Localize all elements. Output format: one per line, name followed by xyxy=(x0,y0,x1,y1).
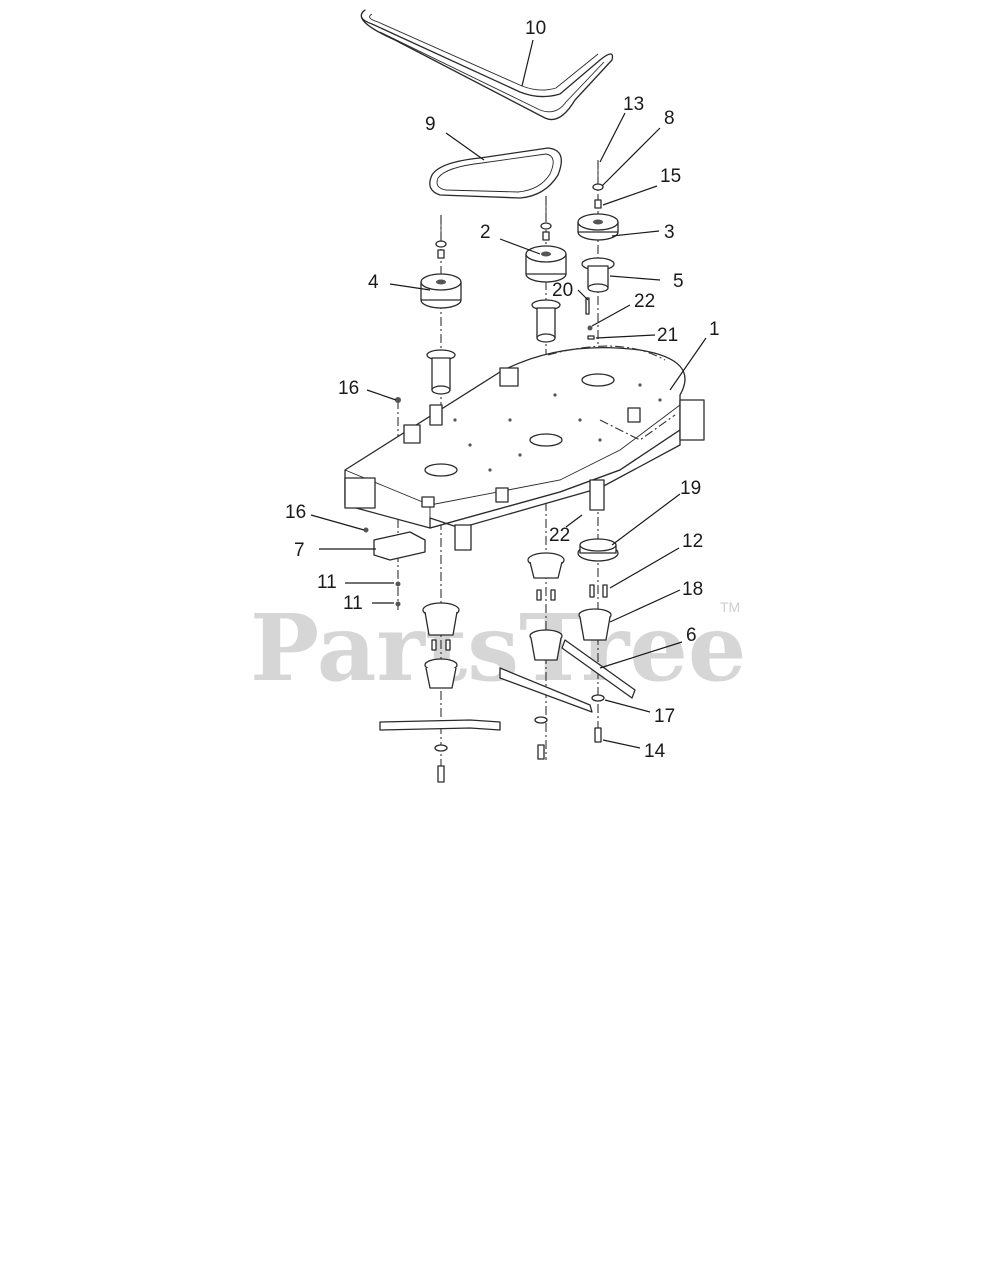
callout-6: 6 xyxy=(686,625,697,646)
pin-16-top xyxy=(395,397,401,403)
callout-16-bottom: 16 xyxy=(285,502,306,523)
bolt-20 xyxy=(585,297,590,315)
callout-1: 1 xyxy=(709,319,720,340)
nut-11-b xyxy=(395,601,401,607)
watermark-trademark: TM xyxy=(720,599,740,615)
bolts-center xyxy=(536,589,542,601)
callout-3: 3 xyxy=(664,222,675,243)
nut-11-a xyxy=(395,581,401,587)
blade-center xyxy=(499,667,593,713)
bolts-12 xyxy=(589,584,595,598)
leader-lines xyxy=(310,39,707,749)
callout-7: 7 xyxy=(294,540,305,561)
bolt-14 xyxy=(594,727,602,743)
washer-center-bottom xyxy=(534,716,548,724)
spindle-housing-left xyxy=(426,349,456,395)
bearing-housing-left xyxy=(422,602,460,689)
belt-10 xyxy=(360,9,614,121)
pulley-2 xyxy=(525,245,567,283)
washer-21 xyxy=(587,335,595,340)
blade-left xyxy=(379,719,501,731)
callout-9: 9 xyxy=(425,114,436,135)
nut-22 xyxy=(587,325,593,331)
belt-9 xyxy=(429,147,562,199)
spindle-5 xyxy=(581,257,615,293)
callout-12: 12 xyxy=(682,531,703,552)
bolt-left-bottom xyxy=(437,765,445,783)
callout-4: 4 xyxy=(368,272,379,293)
bolts-center-2 xyxy=(550,589,556,601)
bearing-19 xyxy=(577,538,619,562)
spacer-15 xyxy=(594,199,602,209)
bolts-left xyxy=(431,639,437,651)
callout-20: 20 xyxy=(552,280,573,301)
bolt-center-bottom xyxy=(537,744,545,760)
bolts-12-b xyxy=(602,584,608,598)
callout-labels: 10 9 13 8 15 2 3 4 5 20 22 21 1 16 16 7 … xyxy=(285,18,720,762)
callout-11-b: 11 xyxy=(343,593,363,614)
blade-6 xyxy=(561,639,636,699)
deck-1 xyxy=(344,345,705,551)
callout-21: 21 xyxy=(657,325,678,346)
washer-17 xyxy=(591,694,605,702)
washer-8 xyxy=(592,183,604,191)
pulley-3 xyxy=(577,213,619,241)
callout-13: 13 xyxy=(623,94,644,115)
bracket-7 xyxy=(373,531,426,561)
spindle-housing-center xyxy=(531,299,561,343)
callout-18: 18 xyxy=(682,579,703,600)
bolt-top-center xyxy=(540,196,552,241)
pin-16-bottom xyxy=(363,527,369,533)
callout-8: 8 xyxy=(664,108,675,129)
callout-2: 2 xyxy=(480,222,491,243)
bearing-housing-center xyxy=(527,552,565,661)
bearing-housing-18 xyxy=(578,608,612,641)
bolt-top-left xyxy=(435,215,447,259)
callout-5: 5 xyxy=(673,271,684,292)
callout-14: 14 xyxy=(644,741,666,762)
callout-17: 17 xyxy=(654,706,675,727)
pulley-4 xyxy=(420,273,462,309)
callout-10: 10 xyxy=(525,18,546,39)
washer-left-bottom xyxy=(434,744,448,752)
callout-16-top: 16 xyxy=(338,378,359,399)
watermark-text: PartsTree xyxy=(250,594,746,702)
callout-11-a: 11 xyxy=(317,572,337,593)
callout-22-bottom: 22 xyxy=(549,525,570,546)
callout-15: 15 xyxy=(660,166,681,187)
callout-22-top: 22 xyxy=(634,291,655,312)
callout-19: 19 xyxy=(680,478,701,499)
bolts-left-2 xyxy=(445,639,451,651)
